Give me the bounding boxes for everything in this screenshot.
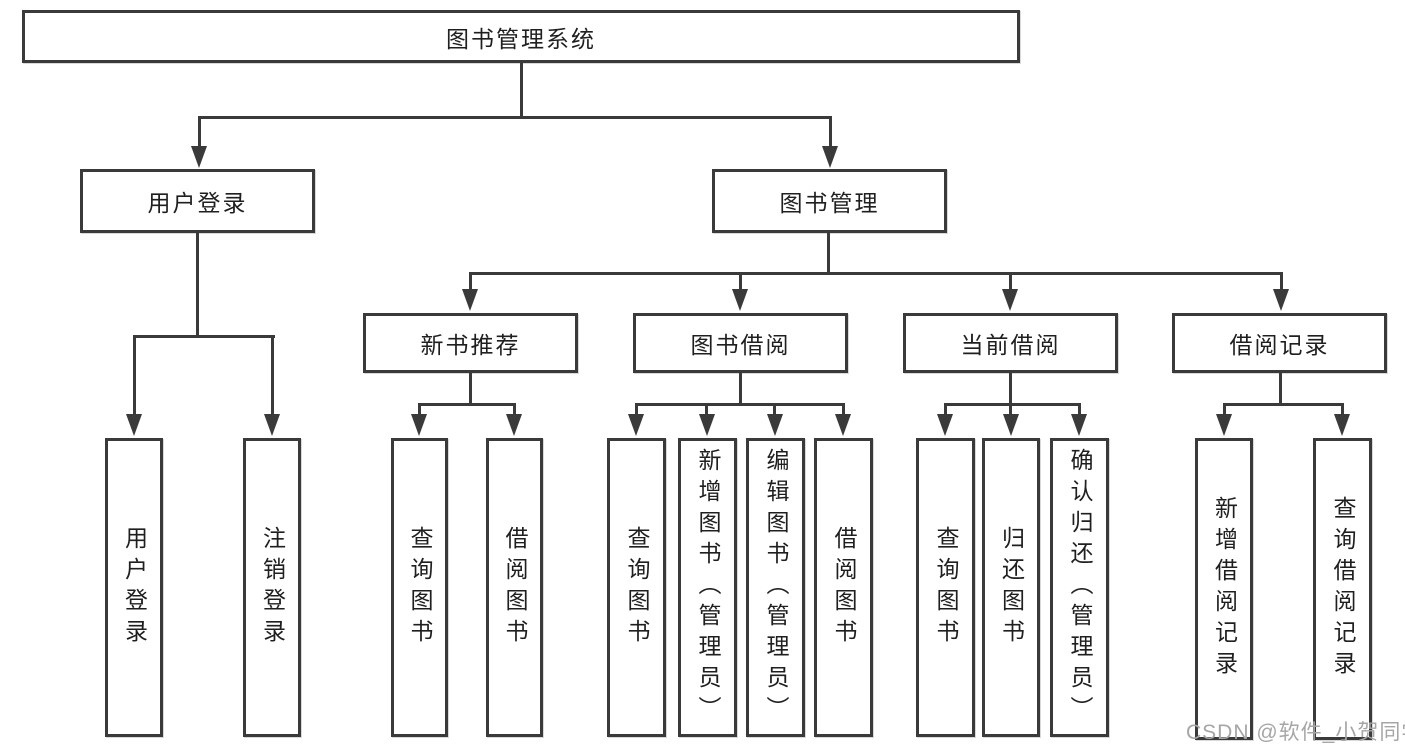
connector — [469, 272, 472, 294]
arrow-down-icon — [411, 414, 427, 436]
leaf-newbook-query-label: 查询图书 — [407, 525, 433, 650]
leaf-bookborrow-query-label: 查询图书 — [624, 525, 650, 650]
connector — [1280, 272, 1283, 294]
node-root-label: 图书管理系统 — [446, 25, 596, 52]
leaf-user-login: 用户登录 — [105, 438, 163, 737]
arrow-down-icon — [699, 414, 715, 436]
connector — [469, 373, 472, 406]
connector — [1279, 373, 1282, 406]
node-book-mgmt-label: 图书管理 — [779, 190, 880, 216]
leaf-current-return-label: 归还图书 — [998, 525, 1025, 650]
arrow-down-icon — [126, 414, 142, 436]
node-user-login-label: 用户登录 — [147, 190, 248, 216]
leaf-bookborrow-borrow: 借阅图书 — [814, 438, 873, 737]
arrow-down-icon — [822, 146, 838, 168]
arrow-down-icon — [628, 414, 644, 436]
connector — [198, 116, 201, 150]
connector — [944, 403, 1081, 406]
leaf-current-return: 归还图书 — [982, 438, 1040, 737]
leaf-newbook-borrow-label: 借阅图书 — [502, 525, 528, 650]
arrow-down-icon — [1071, 414, 1087, 436]
leaf-newbook-query: 查询图书 — [391, 438, 448, 737]
leaf-current-query: 查询图书 — [916, 438, 975, 737]
node-borrow-record: 借阅记录 — [1172, 313, 1387, 373]
connector — [469, 272, 1283, 275]
csdn-watermark: CSDN @软件_小贺同学 — [1186, 721, 1405, 744]
arrow-down-icon — [835, 414, 851, 436]
leaf-newbook-borrow: 借阅图书 — [486, 438, 543, 737]
connector — [739, 272, 742, 294]
connector — [827, 233, 830, 275]
connector — [1009, 373, 1012, 406]
connector — [1009, 272, 1012, 294]
leaf-current-confirm-label: 确认归还（管理员） — [1067, 448, 1093, 727]
connector — [271, 335, 274, 417]
connector — [1078, 403, 1081, 418]
node-borrow-record-label: 借阅记录 — [1229, 332, 1330, 358]
node-book-borrow-label: 图书借阅 — [690, 332, 791, 358]
leaf-record-query-label: 查询借阅记录 — [1330, 496, 1356, 682]
node-book-borrow: 图书借阅 — [633, 313, 848, 373]
leaf-current-confirm: 确认归还（管理员） — [1050, 438, 1109, 737]
arrow-down-icon — [1216, 414, 1232, 436]
node-user-login: 用户登录 — [80, 169, 315, 233]
arrow-down-icon — [1334, 414, 1350, 436]
connector — [196, 233, 199, 338]
connector — [1341, 403, 1344, 418]
node-current-borrow-label: 当前借阅 — [960, 332, 1061, 358]
arrow-down-icon — [506, 414, 522, 436]
connector — [635, 403, 845, 406]
connector — [198, 116, 832, 119]
leaf-current-query-label: 查询图书 — [933, 525, 959, 650]
leaf-record-add: 新增借阅记录 — [1195, 438, 1253, 740]
leaf-bookborrow-add: 新增图书（管理员） — [678, 438, 737, 737]
node-current-borrow: 当前借阅 — [903, 313, 1118, 373]
connector — [418, 403, 516, 406]
connector — [133, 335, 136, 417]
connector — [418, 403, 421, 418]
leaf-bookborrow-edit-label: 编辑图书（管理员） — [763, 448, 789, 727]
leaf-bookborrow-borrow-label: 借阅图书 — [831, 525, 857, 650]
leaf-logout: 注销登录 — [243, 438, 301, 737]
connector — [739, 373, 742, 406]
leaf-user-login-label: 用户登录 — [121, 525, 148, 650]
leaf-bookborrow-query: 查询图书 — [607, 438, 666, 737]
connector — [1223, 403, 1343, 406]
connector — [944, 403, 947, 418]
connector — [133, 335, 275, 338]
connector — [1223, 403, 1226, 418]
arrow-down-icon — [191, 146, 207, 168]
connector — [1009, 403, 1012, 418]
connector — [705, 403, 708, 418]
arrow-down-icon — [732, 289, 748, 311]
arrow-down-icon — [937, 414, 953, 436]
node-new-book-label: 新书推荐 — [420, 332, 521, 358]
leaf-record-add-label: 新增借阅记录 — [1211, 496, 1238, 682]
node-new-book: 新书推荐 — [363, 313, 578, 373]
arrow-down-icon — [264, 414, 280, 436]
arrow-down-icon — [462, 289, 478, 311]
connector — [829, 116, 832, 150]
node-book-mgmt: 图书管理 — [712, 169, 947, 233]
leaf-logout-label: 注销登录 — [259, 525, 286, 650]
arrow-down-icon — [1003, 414, 1019, 436]
connector — [842, 403, 845, 418]
leaf-bookborrow-edit: 编辑图书（管理员） — [746, 438, 805, 737]
arrow-down-icon — [1273, 289, 1289, 311]
connector — [635, 403, 638, 418]
leaf-bookborrow-add-label: 新增图书（管理员） — [695, 448, 721, 727]
leaf-record-query: 查询借阅记录 — [1313, 438, 1372, 740]
node-root: 图书管理系统 — [22, 10, 1020, 63]
connector — [513, 403, 516, 418]
arrow-down-icon — [767, 414, 783, 436]
connector — [773, 403, 776, 418]
arrow-down-icon — [1002, 289, 1018, 311]
connector — [520, 63, 523, 119]
